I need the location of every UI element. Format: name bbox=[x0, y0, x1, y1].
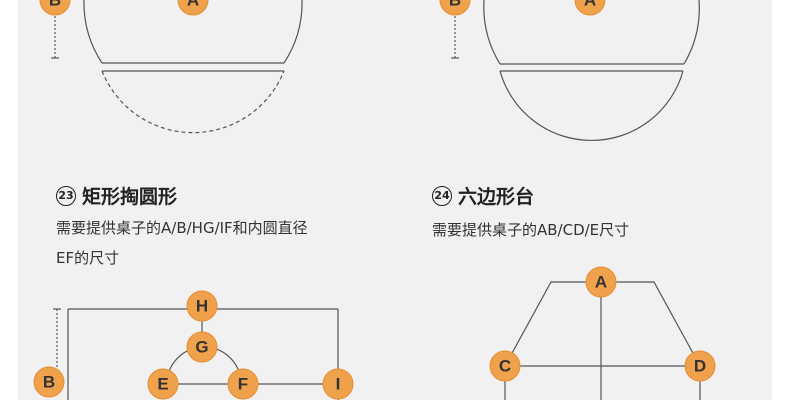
badge-b-rect: B bbox=[33, 366, 65, 398]
badge-c-hex: C bbox=[489, 350, 521, 382]
section-title-text-23: 矩形掏圆形 bbox=[82, 186, 178, 208]
badge-i: I bbox=[322, 368, 354, 400]
section-title-24: 24 六边形台 bbox=[432, 182, 534, 209]
badge-e: E bbox=[147, 368, 179, 400]
section-title-23: 23 矩形掏圆形 bbox=[56, 182, 177, 209]
badge-a-hex: A bbox=[585, 266, 617, 298]
hexagon-diagram bbox=[504, 281, 701, 400]
section-desc-23-line2: EF的尺寸 bbox=[56, 249, 120, 267]
badge-d-hex: D bbox=[684, 350, 716, 382]
section-number-23: 23 bbox=[56, 185, 76, 206]
badge-g: G bbox=[186, 331, 218, 363]
top-right-diagram bbox=[451, 0, 700, 141]
badge-f: F bbox=[227, 368, 259, 400]
section-desc-24-line1: 需要提供桌子的AB/CD/E尺寸 bbox=[432, 221, 630, 239]
top-left-circle-arc bbox=[83, 0, 103, 64]
top-left-dashed-arc bbox=[101, 70, 285, 134]
top-left-circle-arc-right bbox=[283, 0, 303, 64]
top-right-lower-arc bbox=[499, 70, 684, 141]
top-right-circle-arc-right bbox=[683, 0, 700, 65]
content-panel bbox=[18, 0, 772, 400]
section-desc-23-line1: 需要提供桌子的A/B/HG/IF和内圆直径 bbox=[56, 219, 308, 237]
section-desc-23: 需要提供桌子的A/B/HG/IF和内圆直径 EF的尺寸 bbox=[56, 213, 308, 273]
top-right-circle-arc bbox=[483, 0, 501, 65]
section-number-24: 24 bbox=[432, 185, 452, 206]
badge-h: H bbox=[186, 290, 218, 322]
section-desc-24: 需要提供桌子的AB/CD/E尺寸 bbox=[432, 215, 629, 245]
hexagon-outline bbox=[504, 281, 701, 400]
top-left-diagram bbox=[51, 0, 303, 134]
section-title-text-24: 六边形台 bbox=[458, 186, 535, 208]
